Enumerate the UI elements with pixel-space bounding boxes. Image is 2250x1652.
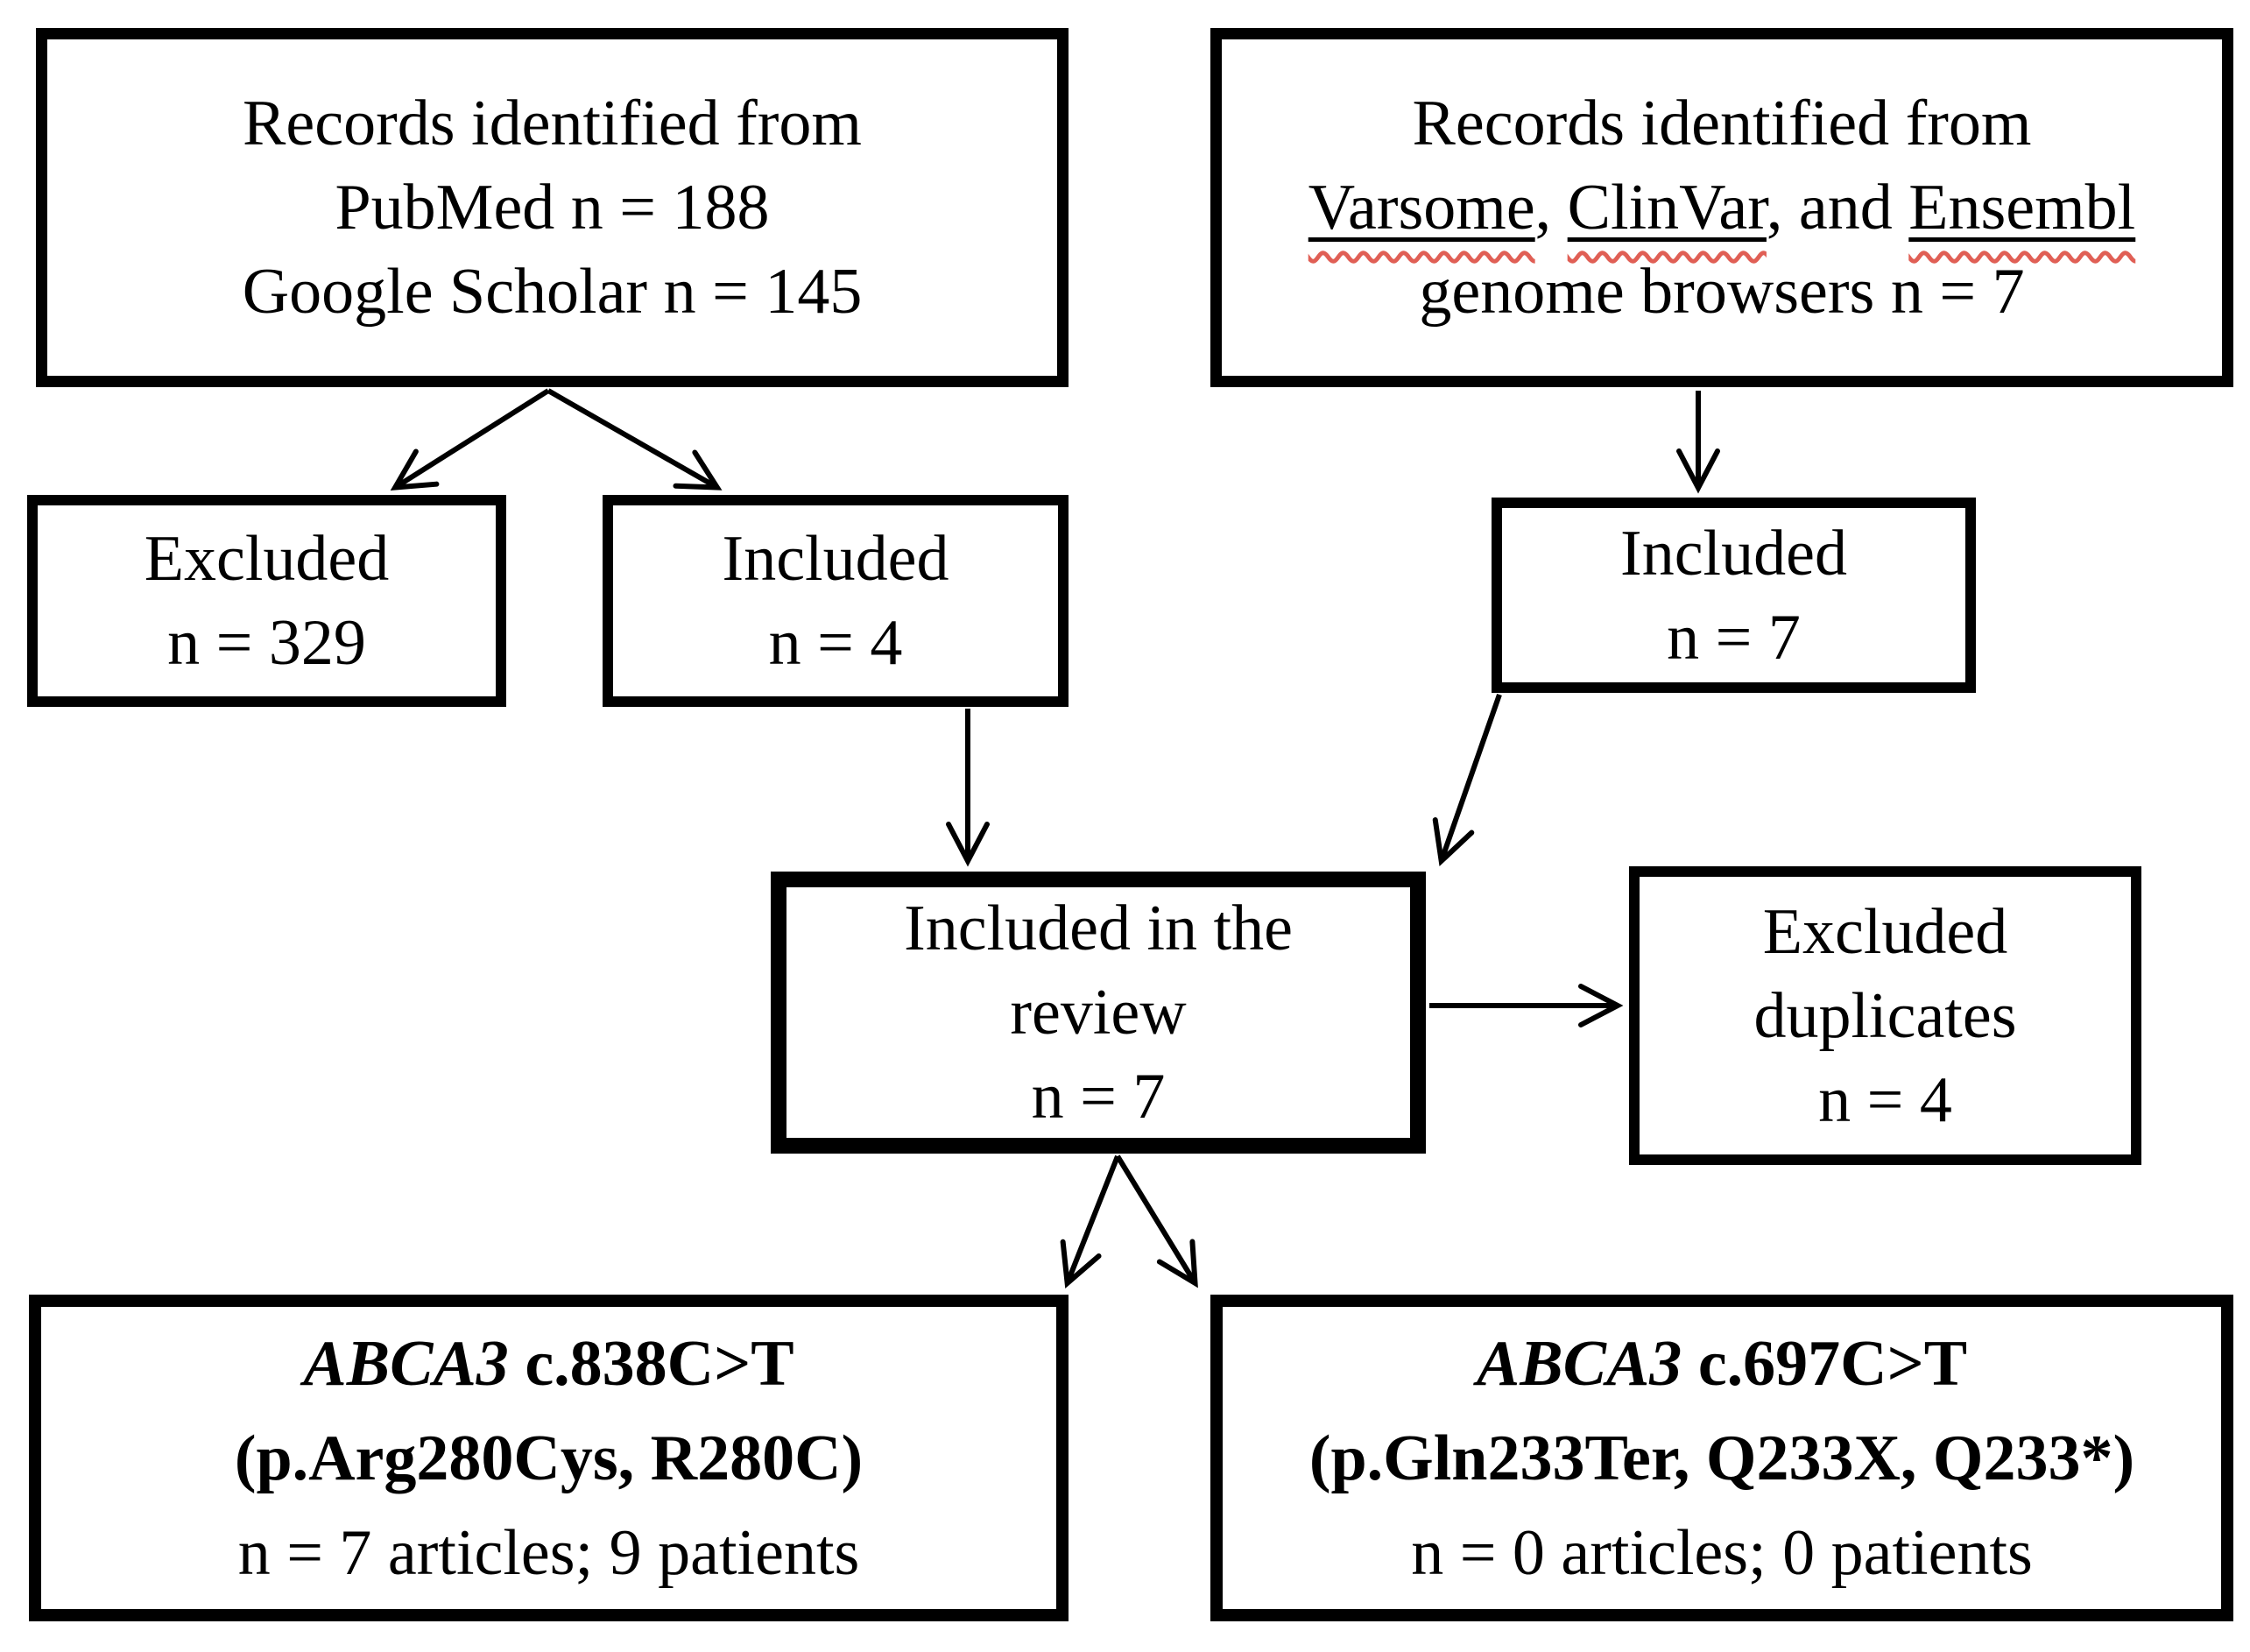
box-included-in-review: Included in the review n = 7 bbox=[771, 872, 1426, 1154]
included-review-line1: Included in the bbox=[904, 893, 1293, 964]
source-clinvar: ClinVar bbox=[1567, 172, 1767, 244]
excluded-records-count: n = 329 bbox=[167, 607, 366, 679]
box-included-browsers: Included n = 7 bbox=[1492, 498, 1976, 693]
arrow-review-to-r280c bbox=[1060, 1154, 1120, 1288]
included-review-line2: review bbox=[1010, 977, 1187, 1048]
included-browsers-label: Included bbox=[1620, 517, 1847, 589]
spellcheck-underline: Ensembl bbox=[1908, 172, 2135, 244]
source-separator: , and bbox=[1766, 172, 1909, 244]
variant-notation: c.838C>T bbox=[508, 1327, 794, 1400]
source-ensembl: Ensembl bbox=[1908, 172, 2136, 244]
included-records-label: Included bbox=[722, 523, 949, 595]
box-records-identified-browsers: Records identified from Varsome, ClinVar… bbox=[1210, 28, 2233, 387]
variant-r280c-protein: (p.Arg280Cys, R280C) bbox=[234, 1422, 864, 1494]
box-excluded-duplicates: Excluded duplicates n = 4 bbox=[1629, 866, 2141, 1165]
source-varsome: Varsome bbox=[1308, 172, 1535, 244]
box-variant-r280c: ABCA3 c.838C>T (p.Arg280Cys, R280C) n = … bbox=[29, 1295, 1069, 1621]
variant-q233x-title: ABCA3 c.697C>T bbox=[1477, 1317, 1967, 1411]
arrow-databases-to-excluded bbox=[390, 388, 550, 491]
excluded-duplicates-line1: Excluded bbox=[1762, 895, 2008, 968]
included-review-count: n = 7 bbox=[1031, 1061, 1166, 1133]
box-records-identified-databases: Records identified from PubMed n = 188 G… bbox=[36, 28, 1069, 387]
spellcheck-underline: Varsome bbox=[1308, 172, 1535, 244]
included-records-count: n = 4 bbox=[768, 607, 903, 679]
arrow-included7-to-review bbox=[1432, 694, 1502, 867]
box-variant-q233x: ABCA3 c.697C>T (p.Gln233Ter, Q233X, Q233… bbox=[1210, 1295, 2233, 1621]
box-included-records: Included n = 4 bbox=[603, 495, 1069, 707]
source-separator: , bbox=[1534, 172, 1568, 244]
excluded-duplicates-line2: duplicates bbox=[1753, 979, 2017, 1052]
spellcheck-underline: ClinVar bbox=[1568, 172, 1767, 244]
variant-q233x-protein: (p.Gln233Ter, Q233X, Q233*) bbox=[1308, 1422, 2135, 1494]
variant-r280c-title: ABCA3 c.838C>T bbox=[303, 1317, 793, 1411]
variant-q233x-counts: n = 0 articles; 0 patients bbox=[1411, 1516, 2033, 1589]
box-excluded-records: Excluded n = 329 bbox=[27, 495, 506, 707]
records-databases-line1: Records identified from bbox=[243, 88, 862, 159]
variant-r280c-counts: n = 7 articles; 9 patients bbox=[237, 1516, 860, 1589]
excluded-records-label: Excluded bbox=[144, 523, 390, 595]
arrow-review-to-q233x bbox=[1115, 1154, 1198, 1288]
gene-symbol: ABCA3 bbox=[1476, 1327, 1682, 1400]
records-databases-line2: PubMed n = 188 bbox=[335, 172, 770, 244]
records-browsers-line1: Records identified from bbox=[1412, 88, 2032, 159]
records-browsers-line3: genome browsers n = 7 bbox=[1419, 256, 2025, 328]
excluded-duplicates-count: n = 4 bbox=[1818, 1063, 1952, 1136]
arrow-databases-to-included4 bbox=[547, 388, 723, 491]
gene-symbol: ABCA3 bbox=[303, 1327, 509, 1400]
records-browsers-sources-line: Varsome, ClinVar, and Ensembl bbox=[1308, 166, 2136, 250]
variant-notation: c.697C>T bbox=[1682, 1327, 1968, 1400]
records-databases-line3: Google Scholar n = 145 bbox=[242, 256, 863, 328]
included-browsers-count: n = 7 bbox=[1667, 601, 1801, 674]
